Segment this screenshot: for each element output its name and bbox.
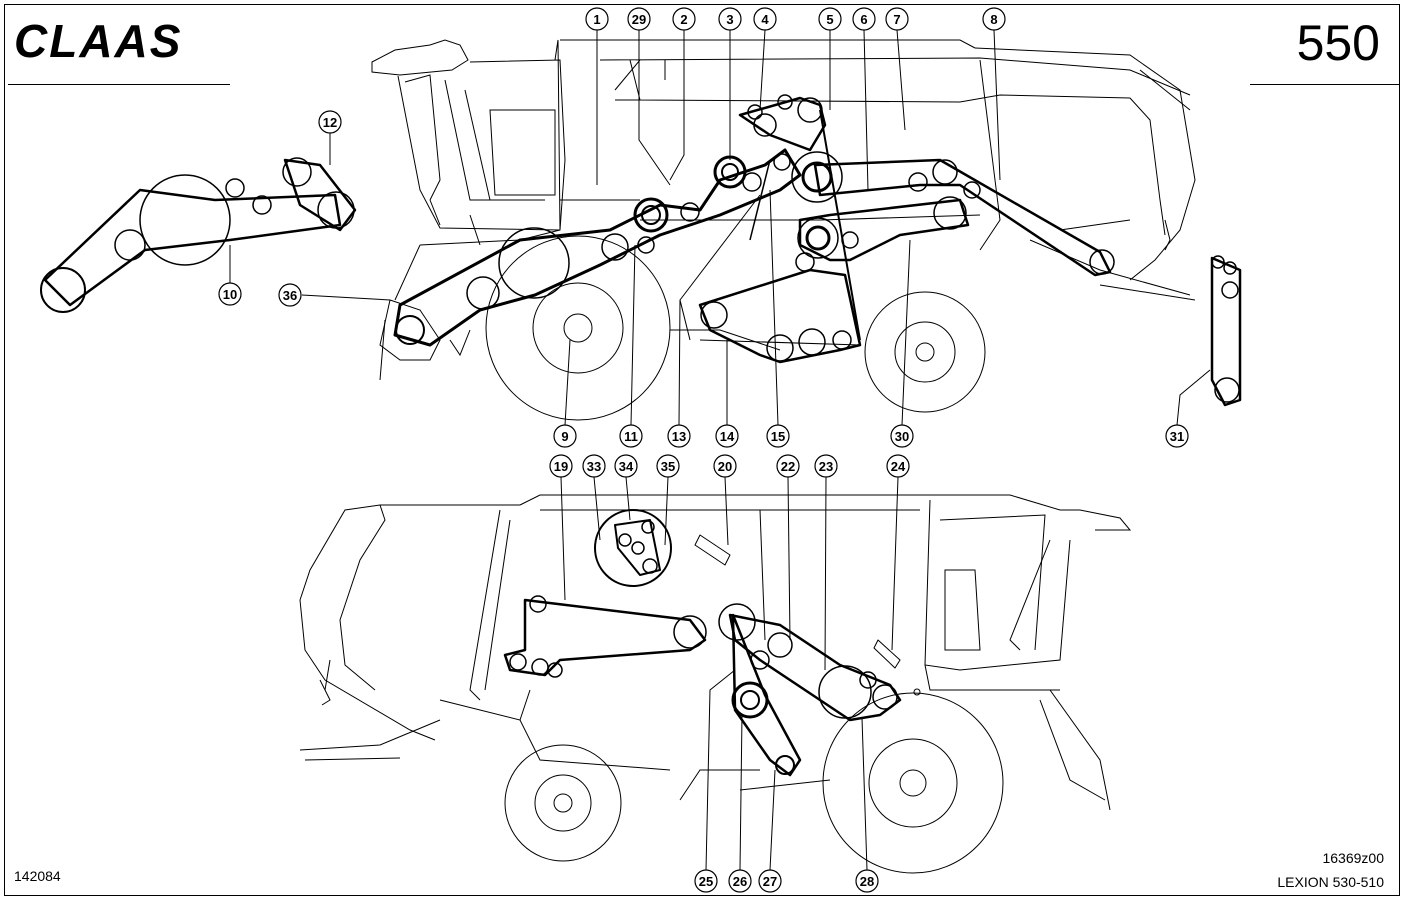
svg-text:14: 14 [720, 429, 735, 444]
callout-11: 11 [619, 424, 643, 448]
callout-4: 4 [753, 7, 777, 31]
svg-text:25: 25 [699, 874, 713, 889]
machine-outline-top [371, 39, 1196, 421]
callout-22: 22 [776, 454, 800, 478]
svg-text:15: 15 [771, 429, 785, 444]
svg-text:26: 26 [733, 874, 747, 889]
svg-text:35: 35 [661, 459, 675, 474]
drawing-number: 142084 [14, 868, 61, 884]
svg-text:36: 36 [283, 288, 297, 303]
svg-text:6: 6 [860, 12, 867, 27]
svg-text:10: 10 [223, 287, 237, 302]
callout-10: 10 [218, 282, 242, 306]
svg-text:7: 7 [893, 12, 900, 27]
callout-9: 9 [553, 424, 577, 448]
svg-text:34: 34 [619, 459, 634, 474]
belt-drives-bottom [503, 509, 921, 777]
svg-text:24: 24 [891, 459, 906, 474]
callout-25: 25 [694, 869, 718, 893]
callout-27: 27 [758, 869, 782, 893]
callouts: 1 29 2 3 4 5 6 7 8 12 10 36 9 11 13 14 1… [218, 7, 1189, 893]
callout-20: 20 [713, 454, 737, 478]
callout-24: 24 [886, 454, 910, 478]
svg-text:4: 4 [761, 12, 769, 27]
brand-logo: CLAAS [14, 15, 183, 67]
sheet-number: 550 [1296, 15, 1380, 71]
callout-33: 33 [582, 454, 606, 478]
callout-35: 35 [656, 454, 680, 478]
svg-text:1: 1 [593, 12, 600, 27]
svg-text:11: 11 [624, 429, 638, 444]
svg-text:12: 12 [323, 115, 337, 130]
svg-text:28: 28 [860, 874, 874, 889]
callout-19: 19 [549, 454, 573, 478]
callout-5: 5 [818, 7, 842, 31]
drawing-frame [4, 4, 1400, 896]
svg-text:5: 5 [826, 12, 833, 27]
callout-3: 3 [718, 7, 742, 31]
callout-34: 34 [614, 454, 638, 478]
svg-text:13: 13 [672, 429, 686, 444]
callout-leaders [229, 29, 1211, 871]
svg-text:19: 19 [554, 459, 568, 474]
svg-text:31: 31 [1170, 429, 1184, 444]
callout-6: 6 [852, 7, 876, 31]
machine-outline-bottom [299, 494, 1132, 874]
callout-26: 26 [728, 869, 752, 893]
svg-text:27: 27 [763, 874, 777, 889]
callout-36: 36 [278, 283, 302, 307]
svg-text:33: 33 [587, 459, 601, 474]
callout-29: 29 [627, 7, 651, 31]
callout-31: 31 [1165, 424, 1189, 448]
svg-text:29: 29 [632, 12, 646, 27]
svg-text:3: 3 [726, 12, 733, 27]
callout-2: 2 [672, 7, 696, 31]
document-code: 16369z00 [1322, 850, 1384, 866]
callout-14: 14 [715, 424, 739, 448]
svg-text:30: 30 [895, 429, 909, 444]
svg-text:23: 23 [819, 459, 833, 474]
callout-30: 30 [890, 424, 914, 448]
svg-text:20: 20 [718, 459, 732, 474]
callout-23: 23 [814, 454, 838, 478]
callout-28: 28 [855, 869, 879, 893]
svg-text:9: 9 [561, 429, 568, 444]
svg-text:8: 8 [990, 12, 997, 27]
svg-text:22: 22 [781, 459, 795, 474]
brand-underline [8, 84, 230, 85]
svg-text:2: 2 [680, 12, 687, 27]
callout-12: 12 [318, 110, 342, 134]
callout-15: 15 [766, 424, 790, 448]
callout-8: 8 [982, 7, 1006, 31]
model-name: LEXION 530-510 [1277, 874, 1384, 890]
callout-1: 1 [585, 7, 609, 31]
belt-drives-top [40, 94, 1242, 407]
callout-13: 13 [667, 424, 691, 448]
callout-7: 7 [885, 7, 909, 31]
sheet-number-underline [1250, 84, 1400, 85]
